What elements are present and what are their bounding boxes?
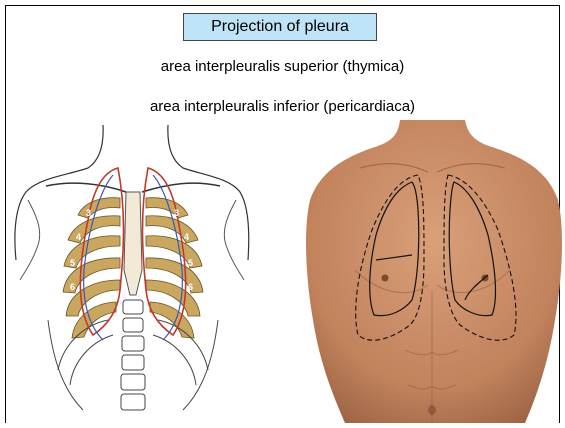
caption-area-superior: area interpleuralis superior (thymica): [0, 58, 565, 75]
slide-title: Projection of pleura: [183, 13, 377, 41]
rib-number: 6: [188, 282, 193, 292]
rib-number: 6: [70, 282, 75, 292]
torso-photo-with-pleura-lines: [300, 120, 565, 423]
rib-number: 5: [188, 258, 193, 268]
rib-number: 5: [70, 258, 75, 268]
rib-number: 3: [174, 208, 179, 218]
rib-number: 4: [184, 232, 189, 242]
rib-number: 3: [86, 208, 91, 218]
caption-area-inferior: area interpleuralis inferior (pericardia…: [0, 98, 565, 115]
thorax-skeleton-illustration: 3 4 5 6 3 4 5 6: [8, 120, 253, 423]
rib-number: 4: [76, 232, 81, 242]
